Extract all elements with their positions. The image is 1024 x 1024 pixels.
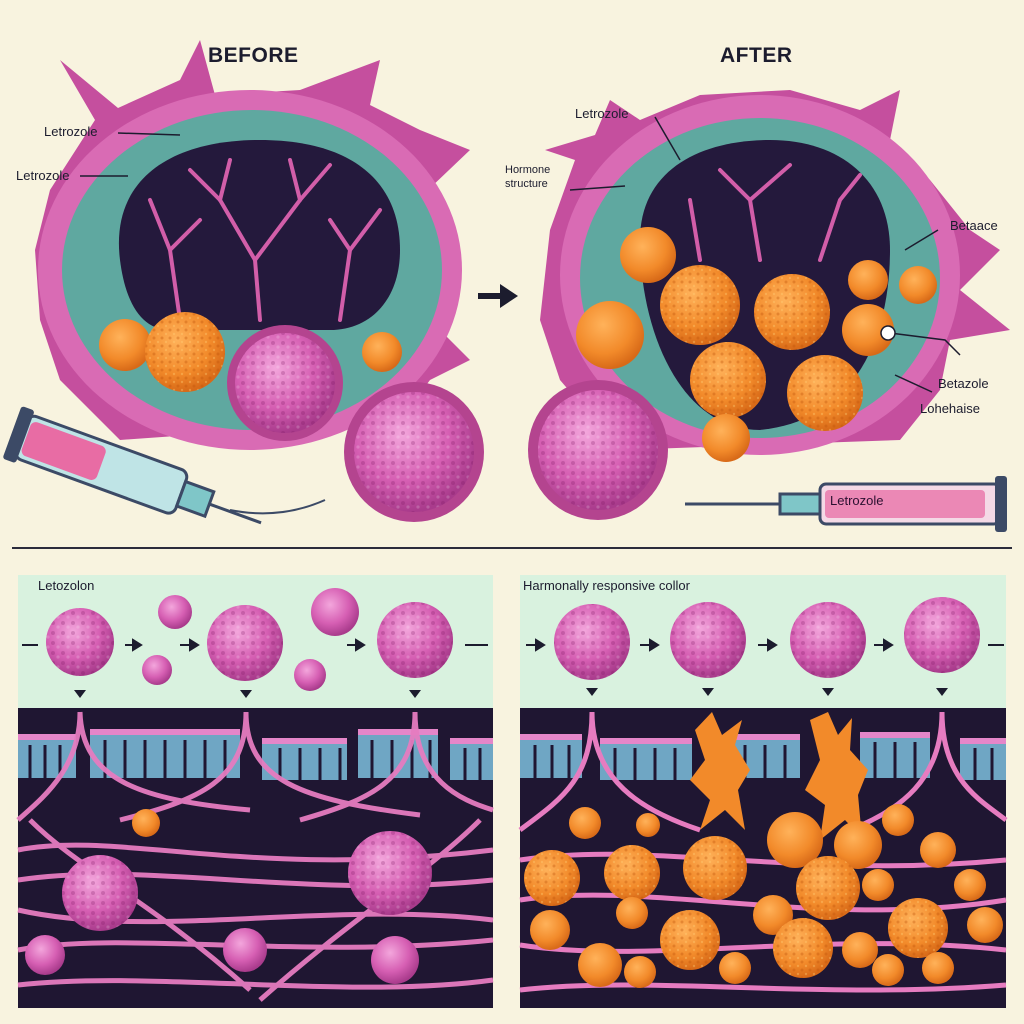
before-label-top: Letrozole bbox=[44, 124, 98, 139]
right-responsive-cells bbox=[524, 804, 1003, 988]
left-tissue bbox=[16, 708, 494, 1008]
strip-label-right: Harmonally responsive collor bbox=[523, 578, 690, 593]
arrow-right-icon bbox=[22, 638, 488, 652]
right-burst bbox=[690, 712, 868, 840]
arrow-right-icon bbox=[500, 284, 518, 308]
arrow-down-icon bbox=[74, 690, 421, 698]
before-detached-cell bbox=[344, 382, 484, 522]
before-label-left: Letrozole bbox=[16, 168, 70, 183]
before-orange-cell bbox=[99, 319, 151, 371]
arrow-right-icon bbox=[526, 638, 1004, 652]
before-vessels bbox=[148, 158, 382, 322]
left-orange-cell bbox=[132, 809, 160, 837]
after-detached-cell bbox=[528, 380, 668, 520]
syringe-label: Letrozole bbox=[830, 493, 884, 508]
before-heading: BEFORE bbox=[208, 44, 299, 67]
after-label-structure-1: Hormone bbox=[505, 164, 551, 176]
after-label-right-mid: Betazole bbox=[938, 376, 989, 391]
left-cell-sequence bbox=[46, 588, 453, 691]
after-label-structure-2: structure bbox=[505, 178, 548, 190]
arrow-down-icon bbox=[586, 688, 948, 696]
after-vessels bbox=[688, 163, 862, 262]
after-responsive-cells bbox=[576, 227, 937, 462]
after-label-right-top: Betaace bbox=[950, 218, 998, 233]
syringe-icon bbox=[3, 406, 262, 525]
after-label-right-low: Lohehaise bbox=[920, 401, 980, 416]
after-label-top: Letrozole bbox=[575, 106, 629, 121]
syringe-icon bbox=[685, 476, 1007, 532]
right-cell-sequence bbox=[554, 597, 980, 680]
strip-label-left: Letozolon bbox=[38, 578, 95, 593]
after-follicle bbox=[540, 90, 1010, 462]
before-cavity bbox=[118, 140, 401, 330]
right-tissue bbox=[518, 708, 1008, 1008]
before-orange-cell bbox=[362, 332, 402, 372]
after-heading: AFTER bbox=[720, 44, 793, 67]
before-follicle bbox=[35, 40, 470, 450]
